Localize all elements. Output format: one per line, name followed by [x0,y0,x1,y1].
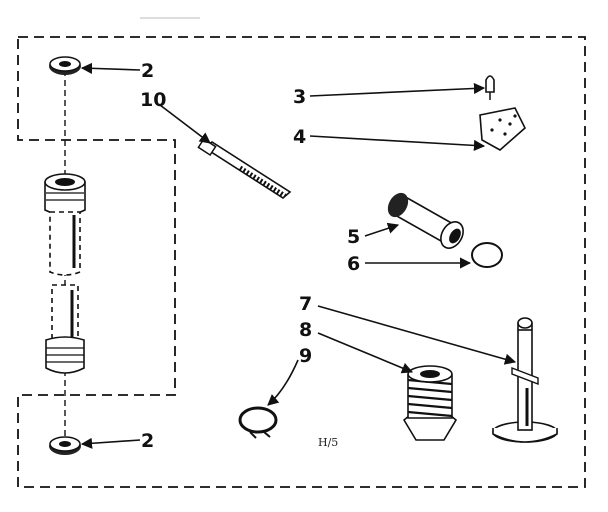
leg-nut-part [402,365,458,441]
callout-snap-ring: 6 [347,253,360,275]
leader-washer-bottom [80,437,141,449]
snap-ring-part [471,242,503,268]
hose-clip-part [197,137,292,199]
leader-leveling-leg [317,305,517,365]
dashed-frame [17,36,586,488]
washer-top [49,56,81,75]
callout-washer-bottom: 2 [141,430,154,452]
leveling-leg-part [492,317,558,443]
leader-washer-top [80,62,141,74]
callout-hose-clip: 10 [140,89,166,111]
callout-washer-top: 2 [141,60,154,82]
leader-retaining-ring [267,359,299,406]
callout-leveling-leg: 7 [299,293,312,315]
leader-hose-clip [159,104,211,144]
callout-foot-body: 5 [347,226,360,248]
retaining-ring-part [238,406,278,439]
callout-screw: 3 [293,86,306,108]
callout-retaining-ring: 9 [299,345,312,367]
hose-coupling-lower [45,284,85,374]
page-mark: H/5 [318,436,338,449]
callout-leg-nut: 8 [299,319,312,341]
screw-part [485,75,495,100]
leader-foot-body [364,222,400,237]
leader-screw [309,82,486,97]
leader-bracket [309,135,486,152]
washer-bottom [49,436,81,455]
leader-leg-nut [317,332,414,374]
callout-bracket: 4 [293,126,306,148]
hose-coupling-upper [44,173,86,276]
bracket-part [479,107,526,151]
foot-body-part [387,192,464,249]
